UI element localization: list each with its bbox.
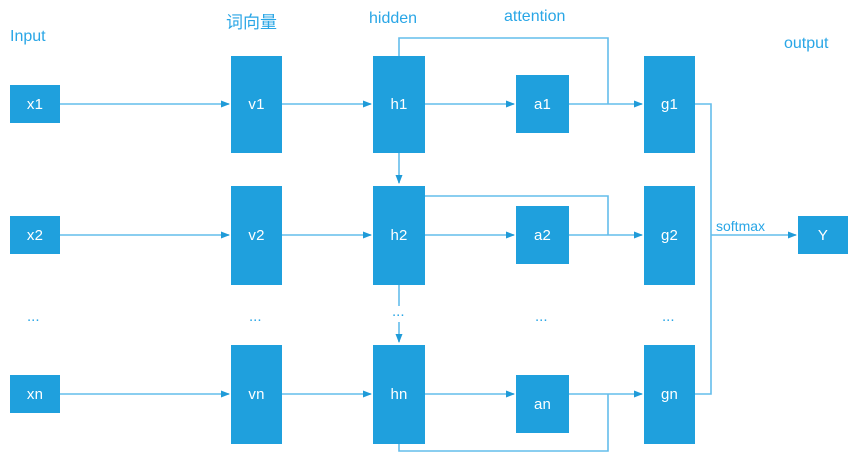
node-v1[interactable]: v1 — [231, 56, 282, 153]
gate-ellipsis: ... — [662, 308, 675, 325]
node-g1[interactable]: g1 — [644, 56, 695, 153]
edge-label-softmax: softmax — [714, 218, 768, 234]
node-Y[interactable]: Y — [798, 216, 848, 254]
edge-attention-h2 — [425, 195, 609, 235]
header-input: Input — [10, 28, 46, 45]
node-v2[interactable]: v2 — [231, 186, 282, 285]
node-x2[interactable]: x2 — [10, 216, 60, 254]
hidden-ellipsis: ... — [392, 303, 405, 320]
node-x1[interactable]: x1 — [10, 85, 60, 123]
node-a2[interactable]: a2 — [516, 206, 569, 264]
header-hidden: hidden — [369, 10, 418, 27]
edge-attention-hn — [398, 394, 609, 452]
node-xn[interactable]: xn — [10, 375, 60, 413]
header-attention: attention — [504, 8, 566, 25]
edge-attention-h1 — [398, 37, 609, 104]
node-an[interactable]: an — [516, 375, 569, 433]
attention-ellipsis: ... — [535, 308, 548, 325]
edge-gate-bus — [695, 103, 712, 395]
header-output: output — [784, 35, 829, 52]
node-gn[interactable]: gn — [644, 345, 695, 444]
header-embedding: 词向量 — [226, 13, 277, 32]
node-vn[interactable]: vn — [231, 345, 282, 444]
input-ellipsis: ... — [27, 308, 40, 325]
node-g2[interactable]: g2 — [644, 186, 695, 285]
embedding-ellipsis: ... — [249, 308, 262, 325]
node-hn[interactable]: hn — [373, 345, 425, 444]
node-h2[interactable]: h2 — [373, 186, 425, 285]
node-h1[interactable]: h1 — [373, 56, 425, 153]
node-a1[interactable]: a1 — [516, 75, 569, 133]
